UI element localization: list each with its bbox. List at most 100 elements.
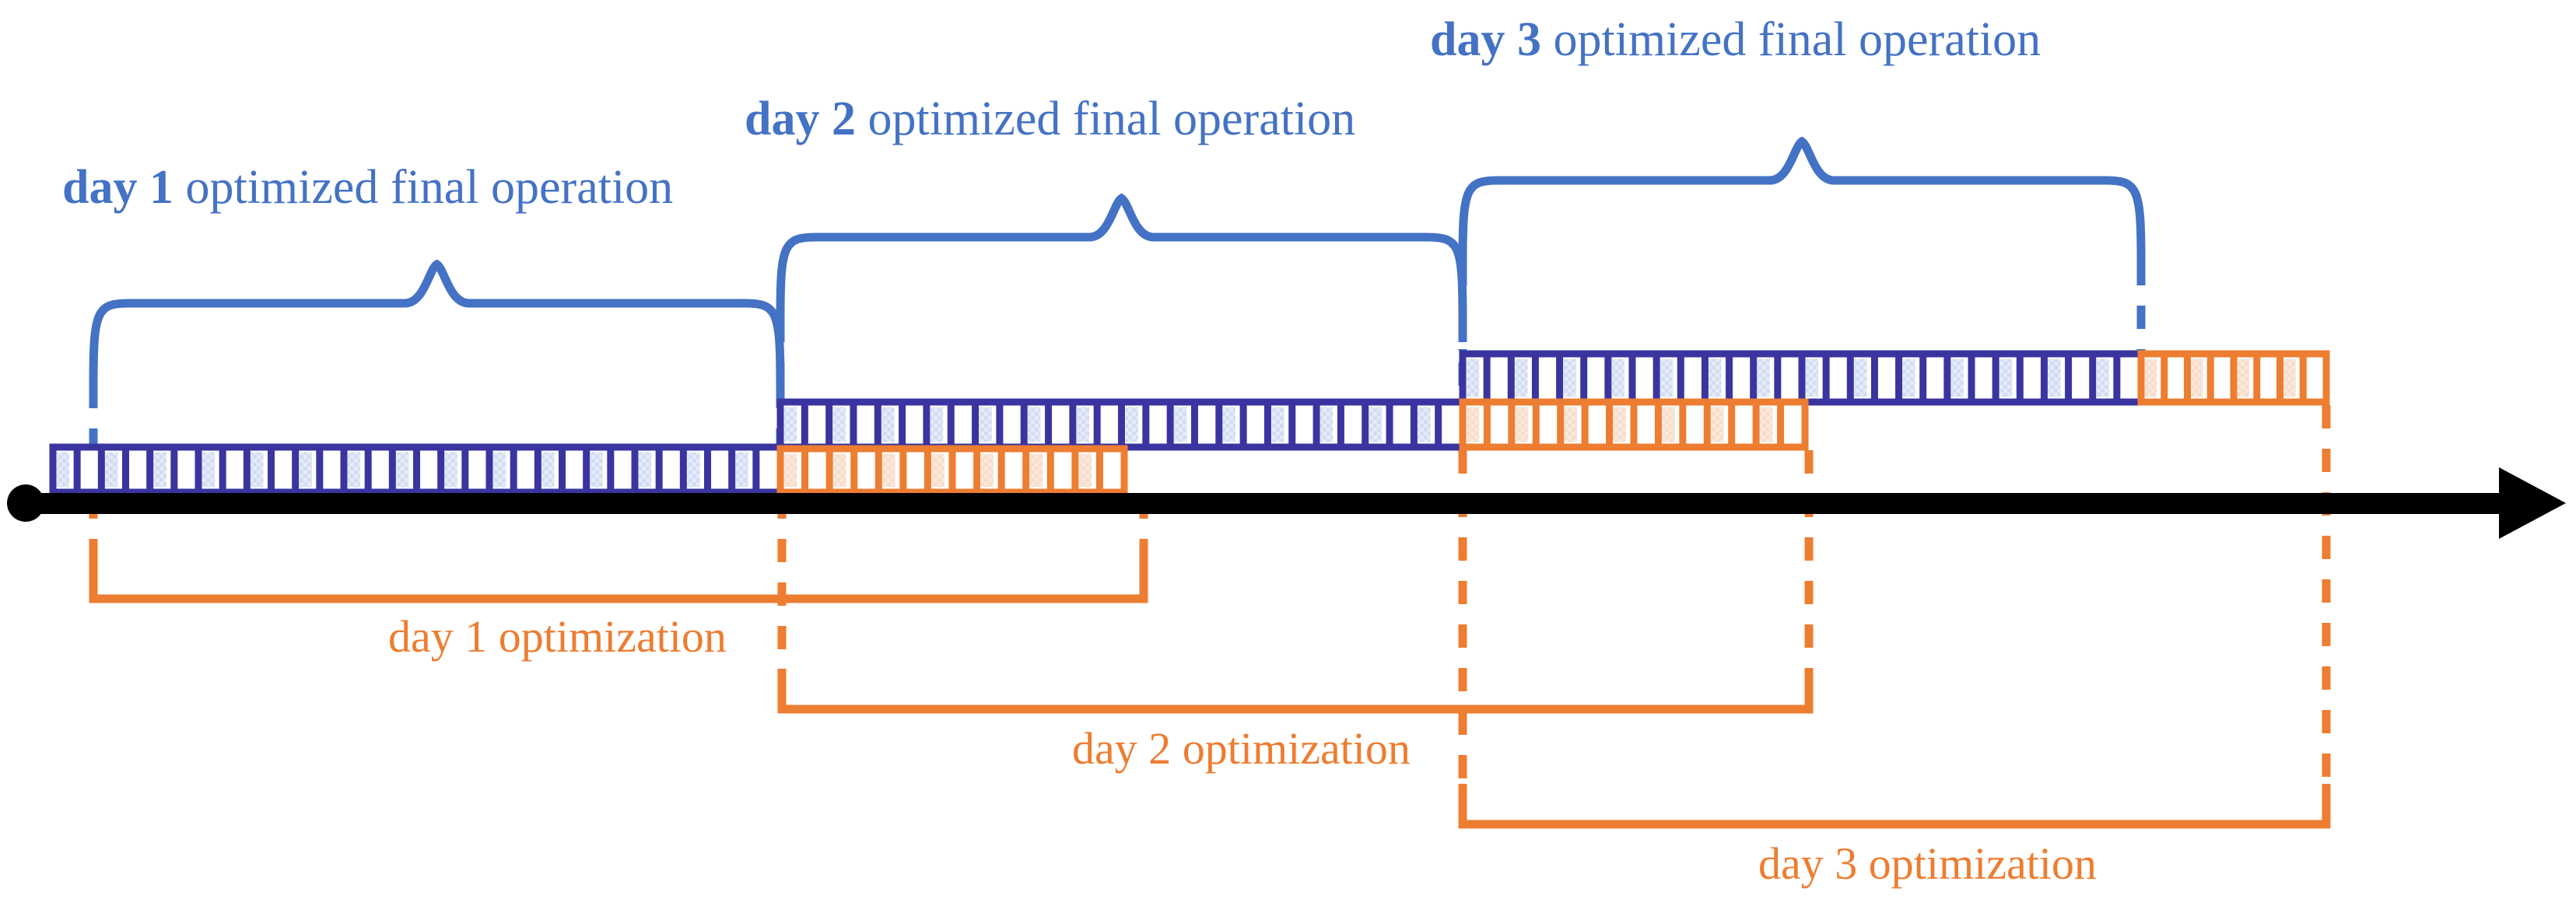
day1-operation-bar-divider bbox=[704, 447, 711, 492]
day2-opt-output-bar-divider bbox=[1728, 402, 1736, 447]
day2-operation-bar-divider bbox=[1288, 402, 1296, 447]
day2-operation-bar-divider bbox=[874, 402, 881, 447]
day2-operation-bar-cell bbox=[1149, 407, 1163, 442]
day2-operation-bar-cell bbox=[1369, 407, 1383, 442]
day3-operation-bar-cell bbox=[1805, 358, 1819, 397]
day1-opt-output-bar-cell bbox=[1078, 453, 1092, 488]
day3-operation-bar-cell bbox=[1635, 358, 1649, 397]
day1-operation-bar-divider bbox=[413, 447, 420, 492]
day2-operation-bar bbox=[776, 398, 1467, 451]
day3-operation-bar-divider bbox=[1556, 354, 1564, 402]
day1-opt-output-bar-divider bbox=[801, 449, 809, 492]
day3-operation-bar-cell bbox=[1563, 358, 1576, 397]
day3-operation-bar-divider bbox=[2040, 354, 2048, 402]
day3-opt-output-bar-cell bbox=[2144, 358, 2157, 397]
day2-operation-bar-cell bbox=[1174, 407, 1187, 442]
day2-opt-output-bar-divider bbox=[1777, 402, 1785, 447]
day1-operation-bar-cell bbox=[177, 452, 191, 488]
day3-operation-bar-divider bbox=[1774, 354, 1782, 402]
day2-operation-bar-cell bbox=[1320, 407, 1334, 442]
day3-opt-output-bar-divider bbox=[2206, 354, 2214, 402]
day1-operation-bar-divider bbox=[752, 447, 760, 492]
day2-operation-bar-cell bbox=[808, 407, 822, 442]
day3-operation-bar-cell bbox=[1999, 358, 2013, 397]
day1-label-rest: optimized final operation bbox=[173, 161, 674, 214]
day1-operation-bar-divider bbox=[631, 447, 639, 492]
day1-operation-bar-divider bbox=[97, 447, 105, 492]
day3-operation-bar-divider bbox=[1507, 354, 1515, 402]
day2-opt-output-bar-divider bbox=[1557, 402, 1565, 447]
day2-operation-bar-cell bbox=[1271, 407, 1284, 442]
day3-operation-bar-divider bbox=[1604, 354, 1612, 402]
day3-operation-bar-divider bbox=[1652, 354, 1660, 402]
day1-opt-output-bar-cell bbox=[784, 453, 797, 488]
day2-operation-bar-cell bbox=[1076, 407, 1090, 442]
day3-operation-bar-cell bbox=[1539, 358, 1552, 397]
day1-opt-output-bar-divider bbox=[1022, 449, 1030, 492]
day3-operation-bar-cell bbox=[1854, 358, 1867, 397]
day3-bracket-curly bbox=[1458, 136, 2146, 267]
day2-operation-bar-divider bbox=[1313, 402, 1320, 447]
day2-operation-bar-cell bbox=[1198, 407, 1211, 442]
day2-operation-bar-divider bbox=[899, 402, 906, 447]
day3-opt-bracket-square bbox=[1458, 784, 2331, 829]
day1-opt-output-bar-cell bbox=[931, 453, 945, 488]
day2-bracket-curly bbox=[776, 193, 1467, 323]
day1-operation-bar-divider bbox=[607, 447, 615, 492]
day3-operation-bar-divider bbox=[1580, 354, 1588, 402]
day1-operation-bar-divider bbox=[170, 447, 178, 492]
day2-label-rest: optimized final operation bbox=[855, 93, 1356, 145]
day1-opt-output-bar-divider bbox=[973, 449, 981, 492]
day3-opt-output-bar-cell bbox=[2214, 358, 2227, 397]
day3-operation-bar-cell bbox=[1515, 358, 1528, 397]
label-day2-optimization: day 2 optimization bbox=[1072, 723, 1411, 774]
day1-opt-output-bar-cell bbox=[980, 453, 994, 488]
day1-operation-bar-cell bbox=[202, 452, 216, 488]
day1-opt-output-bar-cell bbox=[857, 453, 871, 488]
day2-opt-output-bar-cell bbox=[1735, 407, 1749, 442]
day2-operation-bar-cell bbox=[1125, 407, 1138, 442]
day3-operation-bar-divider bbox=[1750, 354, 1758, 402]
day2-operation-bar-cell bbox=[1295, 407, 1309, 442]
day1-operation-bar-divider bbox=[219, 447, 226, 492]
day2-opt-output-bar-cell bbox=[1638, 407, 1651, 442]
day1-bold-prefix: day 1 bbox=[62, 161, 173, 214]
day3-operation-bar-divider bbox=[2016, 354, 2024, 402]
day1-operation-bar-divider bbox=[485, 447, 493, 492]
day2-opt-output-bar-cell bbox=[1491, 407, 1504, 442]
day2-opt-output-bar-cell bbox=[1686, 407, 1700, 442]
day1-operation-bar-divider bbox=[364, 447, 372, 492]
day1-operation-bar-divider bbox=[437, 447, 445, 492]
day1-opt-output-bar-cell bbox=[1054, 453, 1067, 488]
time-axis bbox=[7, 467, 2566, 539]
label-day3-optimization: day 3 optimization bbox=[1758, 838, 2097, 889]
day1-operation-bar-cell bbox=[735, 452, 748, 488]
day2-operation-bar-cell bbox=[881, 407, 895, 442]
day3-operation-bar-cell bbox=[2048, 358, 2061, 397]
day3-operation-bar-cell bbox=[1878, 358, 1891, 397]
day1-operation-bar-divider bbox=[583, 447, 591, 492]
day1-operation-bar-cell bbox=[129, 452, 142, 488]
day3-opt-output-bar-divider bbox=[2299, 354, 2307, 402]
day2-opt-output-bar-divider bbox=[1703, 402, 1711, 447]
day2-operation-bar-divider bbox=[825, 402, 833, 447]
day3-opt-output-bar-cell bbox=[2191, 358, 2203, 397]
day2-opt-output-bar-divider bbox=[1508, 402, 1516, 447]
day2-operation-bar-divider bbox=[923, 402, 931, 447]
day1-operation-bar-cell bbox=[226, 452, 240, 488]
day3-operation-bar-divider bbox=[1531, 354, 1539, 402]
operation-bars-layer bbox=[49, 350, 2330, 496]
day2-bold-prefix: day 2 bbox=[745, 93, 856, 145]
day1-operation-bar-divider bbox=[655, 447, 663, 492]
day2-opt-output-bar-divider bbox=[1606, 402, 1614, 447]
day3-operation-bar-cell bbox=[1975, 358, 1989, 397]
day2-opt-output-bar-divider bbox=[1654, 402, 1662, 447]
day3-operation-bar bbox=[1459, 350, 2145, 406]
day3-operation-bar-divider bbox=[1895, 354, 1903, 402]
day3-operation-bar-cell bbox=[1587, 358, 1600, 397]
day1-opt-output-bar-cell bbox=[1029, 453, 1043, 488]
day2-opt-output-bar-cell bbox=[1613, 407, 1626, 442]
day1-opt-output-bar bbox=[776, 445, 1128, 496]
day2-operation-bar-divider bbox=[1362, 402, 1369, 447]
day1-operation-bar-cell bbox=[372, 452, 385, 488]
